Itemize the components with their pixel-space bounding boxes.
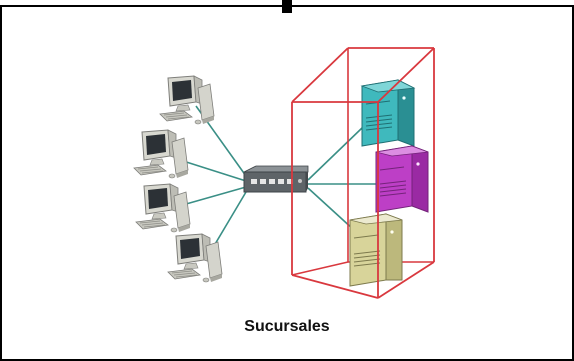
computer-icon — [159, 75, 215, 125]
cube-wireframe-front — [291, 47, 435, 299]
computer-icon — [133, 129, 189, 179]
computer-icon — [135, 183, 191, 233]
server-icon — [349, 213, 403, 287]
server-icon — [375, 145, 429, 213]
cable-pc2 — [179, 159, 247, 182]
frame-top-tab — [282, 0, 292, 13]
network-switch-icon — [243, 165, 309, 193]
cable-server3 — [307, 187, 355, 231]
cable-server1 — [307, 127, 363, 181]
computer-icon — [167, 233, 223, 283]
server-icon — [360, 79, 416, 147]
diagram-caption: Sucursales — [244, 318, 330, 335]
